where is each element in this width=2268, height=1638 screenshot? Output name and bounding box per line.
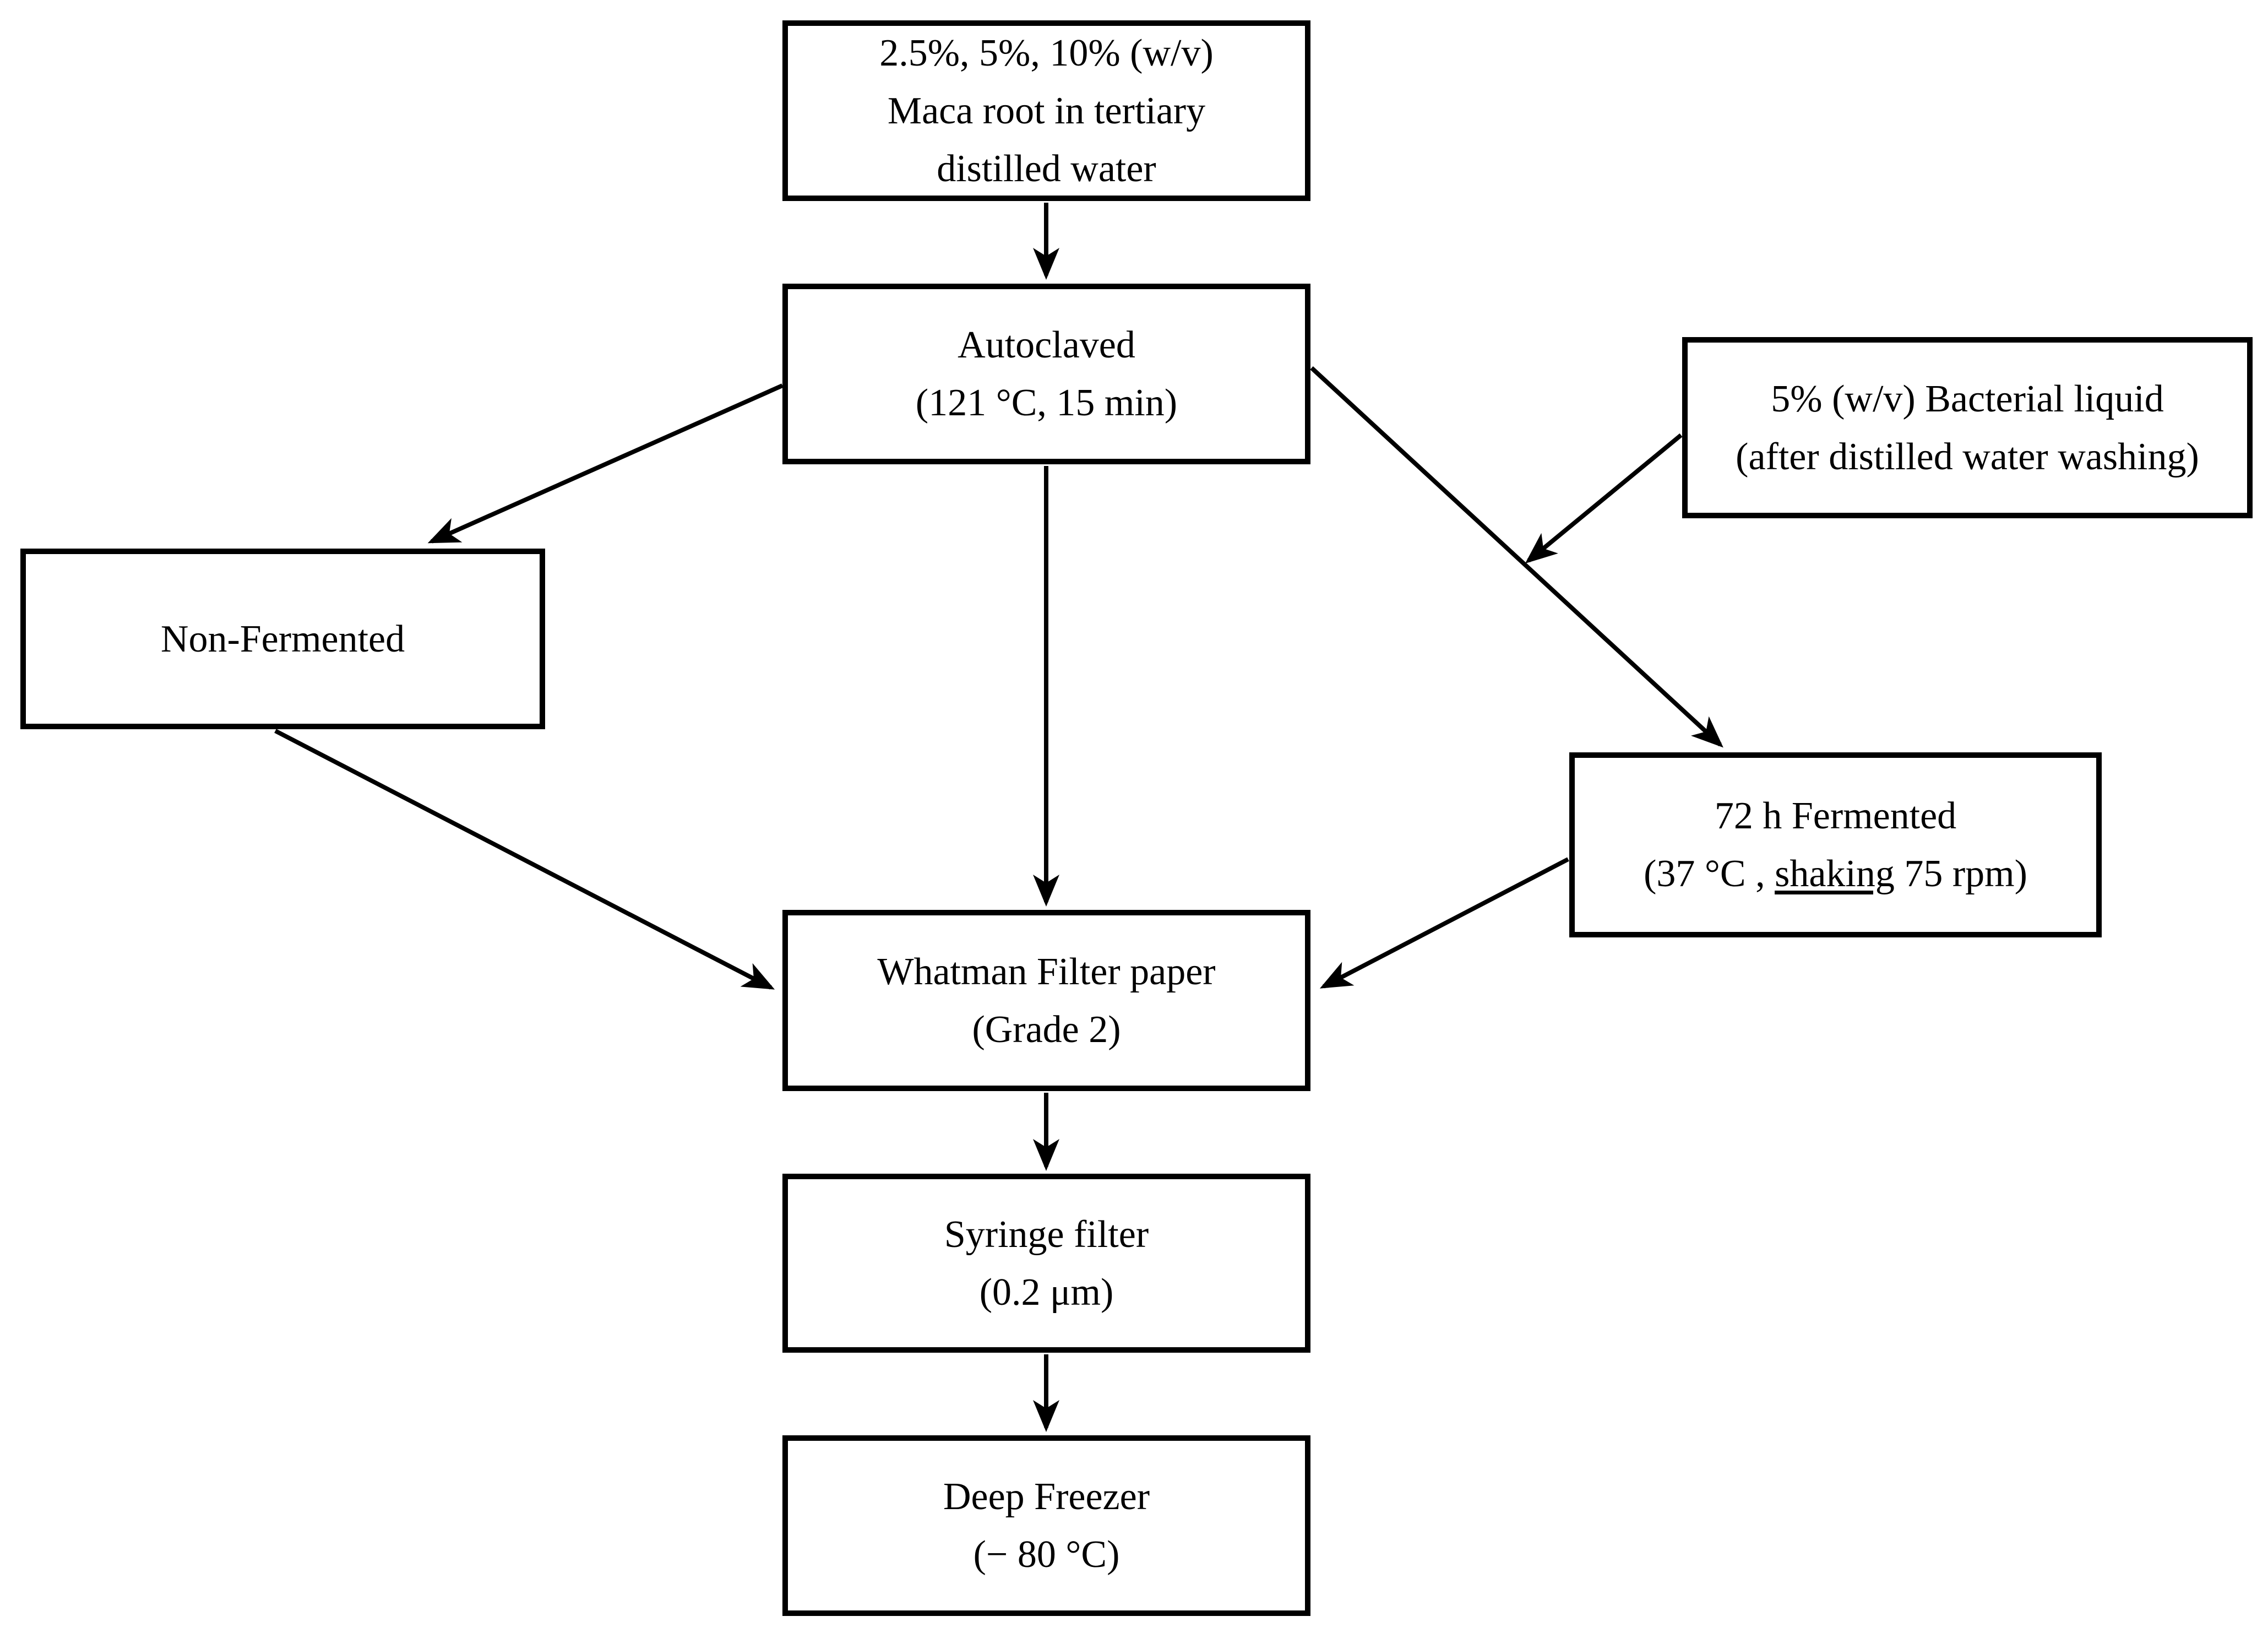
node-syringe-filter: Syringe filter (0.2 μm) xyxy=(782,1174,1310,1353)
node-text-line: (0.2 μm) xyxy=(979,1271,1114,1314)
node-text-line: (− 80 °C) xyxy=(973,1533,1120,1576)
node-whatman-filter: Whatman Filter paper (Grade 2) xyxy=(782,910,1310,1091)
arrow-autoclaved-to-nonfermented xyxy=(427,383,784,544)
node-text-line: (121 °C, 15 min) xyxy=(915,382,1178,424)
node-text-line: distilled water xyxy=(937,147,1156,190)
node-text-line: Autoclaved xyxy=(958,324,1135,366)
node-autoclaved: Autoclaved (121 °C, 15 min) xyxy=(782,284,1310,464)
node-maca-root: 2.5%, 5%, 10% (w/v) Maca root in tertiar… xyxy=(782,20,1310,201)
node-text-segment-underlined: shaking xyxy=(1775,853,1895,895)
node-text-line: Non-Fermented xyxy=(160,617,405,660)
arrow-fermented-to-whatman xyxy=(1319,857,1569,989)
node-text-line: (after distilled water washing) xyxy=(1736,435,2199,478)
node-deep-freezer: Deep Freezer (− 80 °C) xyxy=(782,1435,1310,1616)
node-text-line: Whatman Filter paper xyxy=(877,950,1216,993)
node-text-segment: 75 rpm) xyxy=(1894,853,2027,895)
node-72h-fermented: 72 h Fermented (37 °C , shaking 75 rpm) xyxy=(1569,752,2102,937)
node-text-line: Deep Freezer xyxy=(943,1476,1150,1518)
node-text-segment: (37 °C , xyxy=(1644,853,1775,895)
node-text-line: Syringe filter xyxy=(944,1213,1149,1256)
node-text-line: (37 °C , shaking 75 rpm) xyxy=(1644,845,2027,903)
node-text-line: 72 h Fermented xyxy=(1714,795,1957,837)
node-text-line: 5% (w/v) Bacterial liquid xyxy=(1771,377,2164,420)
arrow-nonfermented-to-whatman xyxy=(274,729,775,990)
arrow-bacterial-to-ferment-path xyxy=(1525,433,1683,564)
node-bacterial-liquid: 5% (w/v) Bacterial liquid (after distill… xyxy=(1682,337,2253,518)
node-text-line: 2.5%, 5%, 10% (w/v) xyxy=(879,31,1214,74)
node-non-fermented: Non-Fermented xyxy=(20,549,545,729)
arrow-autoclaved-to-fermented xyxy=(1310,366,1723,748)
node-text-line: (Grade 2) xyxy=(972,1008,1121,1051)
node-text-line: Maca root in tertiary xyxy=(887,89,1206,132)
